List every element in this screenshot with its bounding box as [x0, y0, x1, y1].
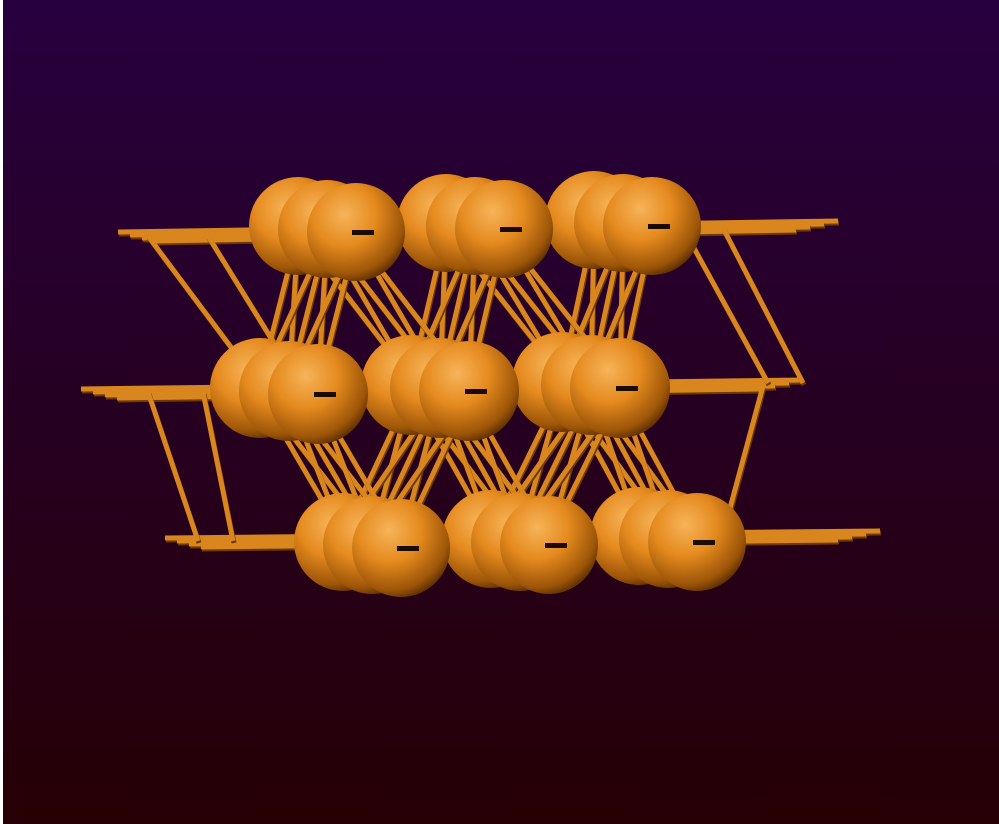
bond-end-cap [500, 227, 522, 232]
bond-end-cap [352, 230, 374, 235]
bond-end-cap [545, 543, 567, 548]
crystal-structure-render[interactable] [3, 0, 999, 824]
bond-end-cap [648, 224, 670, 229]
bond-end-cap [693, 540, 715, 545]
bond-end-cap [616, 386, 638, 391]
bond-end-cap [314, 392, 336, 397]
bond-end-cap [397, 546, 419, 551]
molecular-viewer-canvas[interactable] [3, 0, 999, 824]
bond-end-cap [465, 389, 487, 394]
